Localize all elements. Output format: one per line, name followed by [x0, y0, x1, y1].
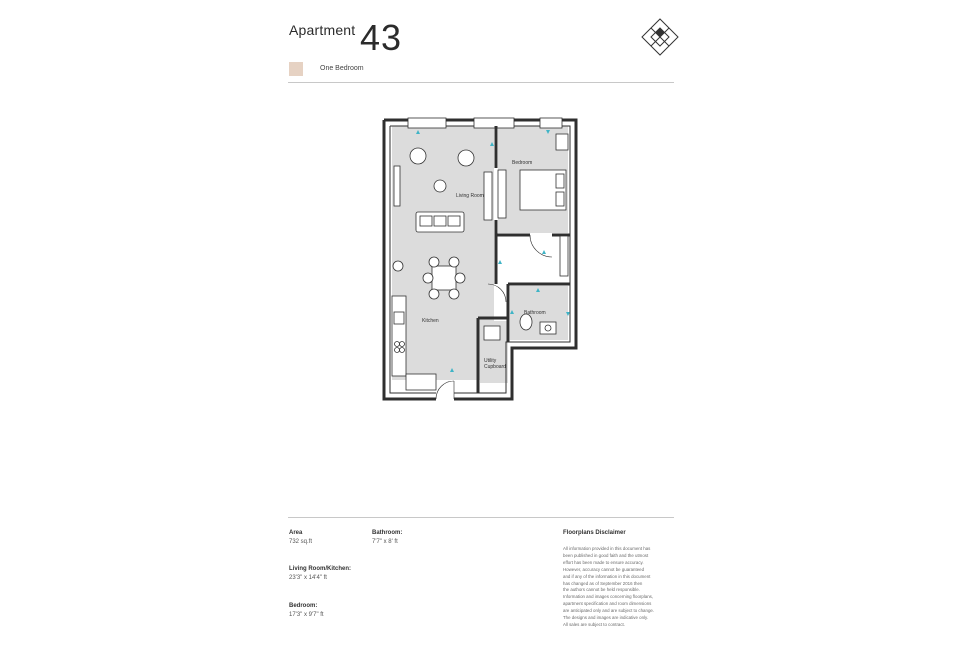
- room-label-bedroom: Bedroom: [512, 160, 532, 166]
- disclaimer-line: The designs and images are indicative on…: [563, 615, 649, 621]
- disclaimer-line: the authors cannot be held responsible.: [563, 587, 640, 593]
- spec-bathroom-label: Bathroom:: [372, 530, 403, 536]
- disclaimer-line: has changed as of September 2016 then: [563, 580, 643, 586]
- spec-area-value: 732 sq.ft: [289, 539, 313, 545]
- disclaimer-line: All information provided in this documen…: [563, 546, 651, 551]
- apartment-number: 43: [360, 17, 403, 58]
- header-divider: [288, 82, 674, 83]
- spec-living-kitchen-value: 23'3" x 14'4" ft: [289, 575, 327, 581]
- spec-bedroom: Bedroom: 17'3" x 9'7" ft: [289, 603, 324, 618]
- spec-bedroom-value: 17'3" x 9'7" ft: [289, 612, 324, 618]
- spec-bathroom-value: 7'7" x 8' ft: [372, 539, 398, 545]
- bathroom-floor: [510, 286, 568, 340]
- disclaimer-line: apartment specification and room dimensi…: [563, 601, 652, 607]
- spec-living-kitchen-label: Living Room/Kitchen:: [289, 566, 351, 572]
- spec-area-label: Area: [289, 530, 303, 536]
- disclaimer-body: All information provided in this documen…: [563, 546, 675, 629]
- room-label-living: Living Room: [456, 193, 484, 199]
- spec-bathroom: Bathroom: 7'7" x 8' ft: [372, 530, 402, 545]
- room-label-kitchen: Kitchen: [422, 318, 439, 324]
- room-label-utility-1: Utility: [484, 358, 497, 364]
- disclaimer-line: and if any of the information in this do…: [563, 573, 651, 579]
- apartment-type-swatch: [289, 62, 303, 76]
- spec-bedroom-label: Bedroom:: [289, 603, 318, 609]
- apartment-title-label: Apartment: [289, 22, 356, 38]
- spec-living-kitchen: Living Room/Kitchen: 23'3" x 14'4" ft: [289, 566, 351, 581]
- disclaimer-line: been published in good faith and the utm…: [563, 552, 649, 558]
- diamond-grid-logo-icon: [641, 18, 679, 56]
- disclaimer-line: All sales are subject to contract.: [563, 621, 625, 627]
- room-label-bathroom: Bathroom: [524, 310, 546, 316]
- specs-divider: [288, 517, 674, 518]
- floor-plan: Bedroom Living Room Kitchen Bathroom Uti…: [382, 117, 578, 401]
- room-label-utility-2: Cupboard: [484, 364, 506, 370]
- disclaimer-line: However, accuracy cannot be guaranteed: [563, 566, 645, 572]
- disclaimer-title: Floorplans Disclaimer: [563, 530, 626, 536]
- apartment-type-label: One Bedroom: [320, 65, 364, 72]
- disclaimer-line: effort has been made to ensure accuracy.: [563, 559, 644, 565]
- disclaimer-line: Information and images concerning floorp…: [563, 594, 654, 600]
- spec-area: Area 732 sq.ft: [289, 530, 312, 545]
- disclaimer-line: are anticipated only and are subject to …: [563, 608, 655, 614]
